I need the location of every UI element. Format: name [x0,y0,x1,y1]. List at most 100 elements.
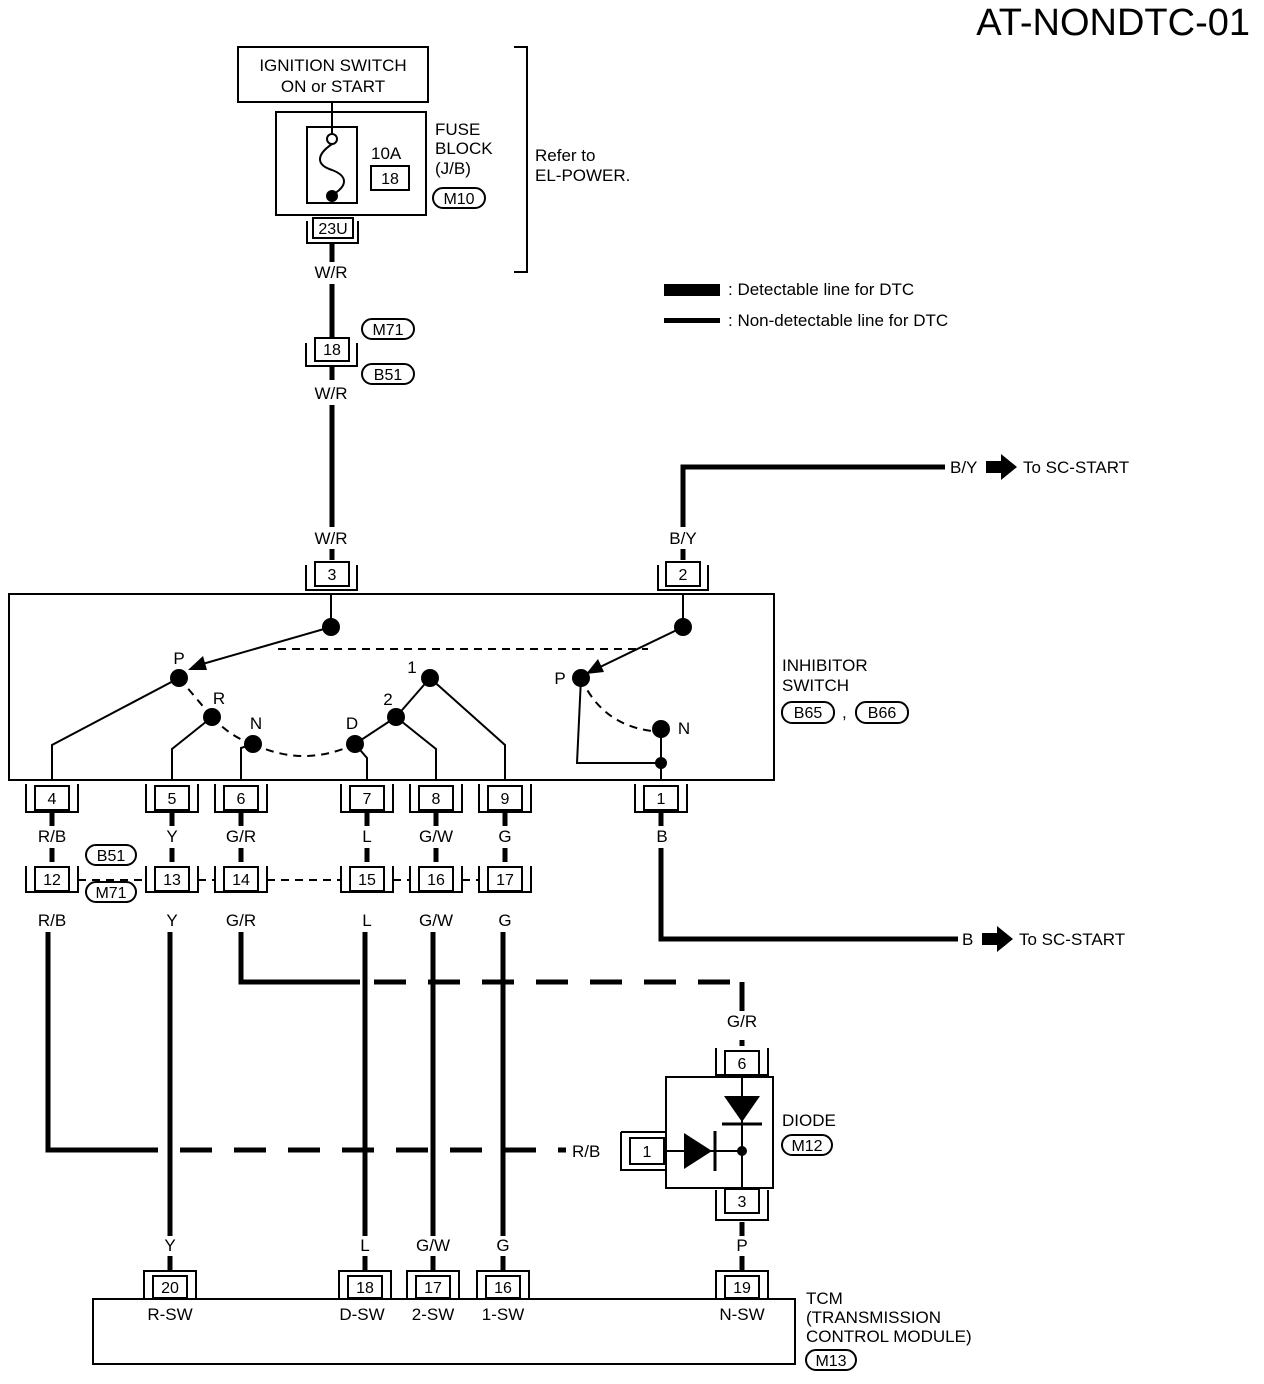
wire-by-sc: B/Y [950,458,977,477]
inhibitor-pin-4: 4 [25,784,79,813]
diagram-title: AT-NONDTC-01 [976,2,1250,44]
arrow-right-icon [982,926,1013,952]
legend-non-detectable: : Non-detectable line for DTC [728,311,948,330]
svg-text:7: 7 [363,791,372,808]
ignition-label-2: ON or START [281,77,385,96]
wire-b-sc: B [962,930,973,949]
ignition-label-1: IGNITION SWITCH [259,56,406,75]
tcm-title-2: (TRANSMISSION [806,1308,941,1327]
fuse-conn: M10 [443,191,474,208]
inhibitor-conn-b: B66 [868,705,897,722]
joint-pin-16: 16 [409,866,463,893]
svg-text:4: 4 [48,791,57,808]
tcm-label-2sw: 2-SW [412,1305,455,1324]
refer-label-2: EL-POWER. [535,166,630,185]
legend-detectable: : Detectable line for DTC [728,280,914,299]
tcm-pin-19: 19 [715,1270,769,1299]
wire-wr-3: W/R [314,529,347,548]
svg-text:6: 6 [237,791,246,808]
pos-d: D [346,714,358,733]
tcm-title-1: TCM [806,1289,843,1308]
svg-text:8: 8 [432,791,441,808]
legend-thin-line [664,318,720,323]
tcm-wire-16: G [496,1236,509,1255]
fuse-label-2: BLOCK [435,139,493,158]
inhibitor-pin-3: 3 [305,561,358,591]
inhibitor-pin-7: 7 [340,784,394,813]
svg-text:1: 1 [643,1144,652,1161]
wire-15: L [362,911,371,930]
wire-wr-2: W/R [314,384,347,403]
joint-top-pin: 18 [323,342,341,359]
pos-2: 2 [383,690,392,709]
svg-text:6: 6 [738,1056,747,1073]
inhibitor-internal [51,594,692,780]
sc-start-bottom: To SC-START [1019,930,1125,949]
svg-text:3: 3 [328,567,337,584]
tcm-body [92,1298,796,1365]
wire-14: G/R [226,911,256,930]
svg-text:13: 13 [163,872,181,889]
wire-wr-1: W/R [314,263,347,282]
joint-mid-conn-a: B51 [97,848,126,865]
tcm-wire-17: G/W [416,1236,450,1255]
wire-13: Y [166,911,177,930]
wire-17: G [498,911,511,930]
svg-text:14: 14 [232,872,250,889]
pos-n: N [250,714,262,733]
inhibitor-pin-9: 9 [478,784,532,813]
pos-p2: P [554,669,565,688]
svg-text:16: 16 [494,1280,512,1297]
short-wires [49,812,664,862]
diode-pin-1: 1 [620,1131,666,1171]
inhibitor-label-2: SWITCH [782,676,849,695]
diode-symbol-icon [666,1077,762,1188]
diode-conn: M12 [791,1138,822,1155]
diode-pin-3: 3 [715,1188,769,1221]
inhibitor-switch-body [8,593,775,781]
joint-top-conn-a: M71 [372,322,403,339]
tcm-wire-19: P [736,1236,747,1255]
wire-12: R/B [38,911,66,930]
tcm-label-1sw: 1-SW [482,1305,525,1324]
fuse-number: 18 [381,171,399,188]
wire-1: B [656,827,667,846]
svg-text:1: 1 [657,791,666,808]
svg-text:5: 5 [168,791,177,808]
svg-text:18: 18 [356,1280,374,1297]
diode-label: DIODE [782,1111,836,1130]
tcm-pin-18: 18 [338,1270,392,1299]
svg-text:17: 17 [496,872,514,889]
inhibitor-pin-5: 5 [145,784,199,813]
fuse-out-pin: 23U [318,221,347,238]
diode-wire-left: R/B [572,1142,600,1161]
wire-16: G/W [419,911,453,930]
wire-9: G [498,827,511,846]
inhibitor-pin-8: 8 [409,784,463,813]
wire-4: R/B [38,827,66,846]
sc-start-top: To SC-START [1023,458,1129,477]
svg-text:16: 16 [427,872,445,889]
tcm-pin-17: 17 [406,1270,460,1299]
wire-8: G/W [419,827,453,846]
inhibitor-label-1: INHIBITOR [782,656,868,675]
svg-text:12: 12 [43,872,61,889]
tcm-label-nsw: N-SW [719,1305,764,1324]
svg-text:2: 2 [679,567,688,584]
wire-by-pin2: B/Y [669,529,696,548]
inhibitor-pin-6: 6 [214,784,268,813]
joint-pin-12: 12 [25,866,79,893]
pos-p: P [173,649,184,668]
tcm-pin-20: 20 [143,1270,197,1299]
fuse-block: 18 10A FUSE BLOCK (J/B) M10 23U [275,102,493,244]
tcm-label-rsw: R-SW [147,1305,192,1324]
fuse-label-1: FUSE [435,120,480,139]
svg-text:15: 15 [358,872,376,889]
fuse-label-3: (J/B) [435,159,471,178]
joint-pin-15: 15 [340,866,394,893]
inhibitor-pin-2: 2 [657,561,709,591]
tcm-conn: M13 [815,1353,846,1370]
tcm-wire-20: Y [164,1236,175,1255]
svg-text:3: 3 [738,1194,747,1211]
